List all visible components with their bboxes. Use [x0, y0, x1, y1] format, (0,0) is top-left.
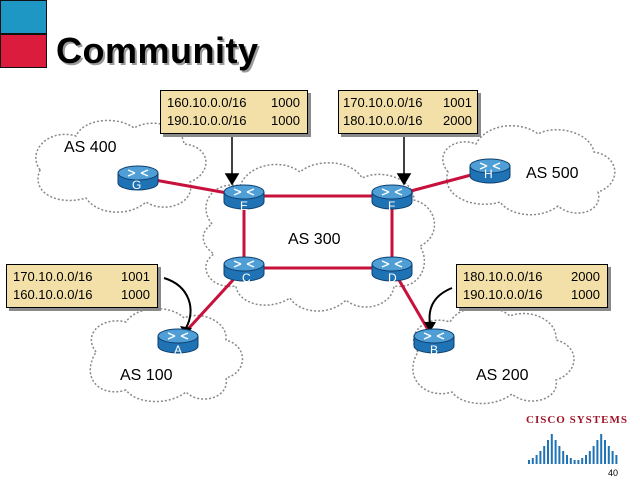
arrows — [224, 134, 412, 186]
router-label-f: F — [388, 199, 395, 213]
table-router-a: 170.10.0.0/16 1001 160.10.0.0/16 1000 — [6, 264, 158, 308]
router-label-e: E — [240, 199, 248, 213]
as200-label: AS 200 — [476, 367, 529, 384]
table-f-community-1: 1001 — [443, 95, 472, 110]
router-d: D — [371, 256, 413, 285]
table-e-community-1: 1000 — [271, 95, 300, 110]
as400-label: AS 400 — [64, 139, 117, 156]
table-b-prefix-2: 190.10.0.0/16 — [463, 287, 543, 302]
table-router-b: 180.10.0.0/16 2000 190.10.0.0/16 1000 — [456, 264, 608, 308]
router-e: E — [223, 184, 265, 213]
cisco-logo: CISCO SYSTEMS — [526, 414, 628, 466]
router-label-g: G — [132, 178, 141, 192]
page-number: 40 — [608, 468, 619, 478]
router-label-d: D — [388, 271, 397, 285]
as300-label: AS 300 — [288, 231, 341, 248]
table-f-community-2: 2000 — [443, 113, 472, 128]
router-h: H — [469, 158, 511, 184]
title-accent-blue — [0, 0, 47, 34]
router-label-b: B — [430, 343, 438, 357]
table-f-prefix-2: 180.10.0.0/16 — [343, 113, 423, 128]
router-label-a: A — [174, 343, 182, 357]
slide-title: Community — [56, 30, 259, 71]
router-c: C — [223, 256, 265, 285]
as100-label: AS 100 — [120, 367, 173, 384]
table-a-prefix-2: 160.10.0.0/16 — [13, 287, 93, 302]
cloud-as200 — [412, 306, 575, 405]
routers: G H E F C D A B — [117, 158, 511, 357]
table-a-community-1: 1001 — [121, 269, 150, 284]
router-a: A — [157, 328, 199, 357]
table-a-prefix-1: 170.10.0.0/16 — [13, 269, 93, 284]
router-label-c: C — [242, 271, 251, 285]
table-e-prefix-1: 160.10.0.0/16 — [167, 95, 247, 110]
cisco-bridge-icon — [528, 434, 618, 464]
cloud-as100 — [89, 307, 244, 403]
table-e-prefix-2: 190.10.0.0/16 — [167, 113, 247, 128]
cloud-as500 — [442, 125, 616, 216]
curve-arrows — [163, 277, 453, 329]
cisco-logo-text: CISCO SYSTEMS — [526, 414, 628, 426]
title-accent-red — [0, 34, 47, 68]
cloud-as400 — [35, 119, 207, 213]
router-g: G — [117, 165, 159, 192]
router-label-h: H — [484, 167, 493, 181]
router-f: F — [371, 184, 413, 213]
table-b-prefix-1: 180.10.0.0/16 — [463, 269, 543, 284]
table-router-e: 160.10.0.0/16 1000 190.10.0.0/16 1000 — [160, 90, 308, 134]
as500-label: AS 500 — [526, 165, 579, 182]
table-b-community-1: 2000 — [571, 269, 600, 284]
table-b-community-2: 1000 — [571, 287, 600, 302]
table-router-f: 170.10.0.0/16 1001 180.10.0.0/16 2000 — [338, 90, 478, 134]
router-b: B — [413, 328, 455, 357]
table-f-prefix-1: 170.10.0.0/16 — [343, 95, 423, 110]
table-e-community-2: 1000 — [271, 113, 300, 128]
table-a-community-2: 1000 — [121, 287, 150, 302]
